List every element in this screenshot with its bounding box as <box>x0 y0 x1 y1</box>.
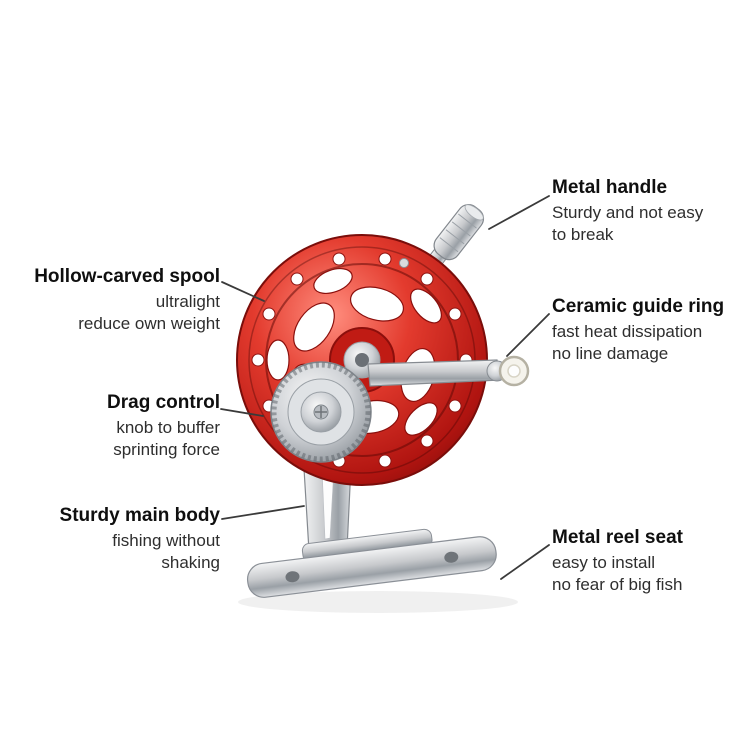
ceramic-guide-ring <box>498 355 530 387</box>
annotation-title: Metal reel seat <box>552 527 683 548</box>
hollow-carved-spool <box>236 234 488 486</box>
annotation-title: Drag control <box>107 392 220 413</box>
annotation-desc: fishing without shaking <box>112 531 220 573</box>
annotation-desc: ultralight reduce own weight <box>78 292 220 334</box>
leader-lines <box>220 195 550 580</box>
annotation-hollow-spool: Hollow-carved spool ultralight reduce ow… <box>34 266 220 336</box>
leader-line-hollow-spool <box>221 281 265 302</box>
annotation-desc: knob to buffer sprinting force <box>113 418 220 460</box>
drag-control-knob <box>270 361 372 463</box>
annotation-desc: fast heat dissipation no line damage <box>552 322 703 364</box>
annotation-title: Sturdy main body <box>59 505 220 526</box>
annotation-metal-handle: Metal handle Sturdy and not easy to brea… <box>552 177 703 247</box>
annotation-title: Ceramic guide ring <box>552 296 725 317</box>
annotation-desc: easy to install no fear of big fish <box>552 553 683 595</box>
leader-line-main-body <box>221 505 305 520</box>
annotation-title: Metal handle <box>552 177 668 198</box>
base-shadow <box>238 591 518 613</box>
crank-handle-arm <box>367 359 508 387</box>
leader-line-metal-handle <box>488 195 550 230</box>
metal-reel-seat-base <box>246 528 497 598</box>
leader-line-drag-control <box>220 408 264 417</box>
annotation-drag-control: Drag control knob to buffer sprinting fo… <box>107 392 220 462</box>
annotation-ceramic-ring: Ceramic guide ring fast heat dissipation… <box>552 296 724 366</box>
leader-line-reel-seat <box>500 544 550 580</box>
spool-screw <box>399 258 409 268</box>
leader-line-ceramic-ring <box>506 313 550 357</box>
annotation-main-body: Sturdy main body fishing without shaking <box>60 505 220 575</box>
annotation-reel-seat: Metal reel seat easy to install no fear … <box>552 527 683 597</box>
annotation-title: Hollow-carved spool <box>34 266 220 287</box>
annotation-desc: Sturdy and not easy to break <box>552 203 704 245</box>
